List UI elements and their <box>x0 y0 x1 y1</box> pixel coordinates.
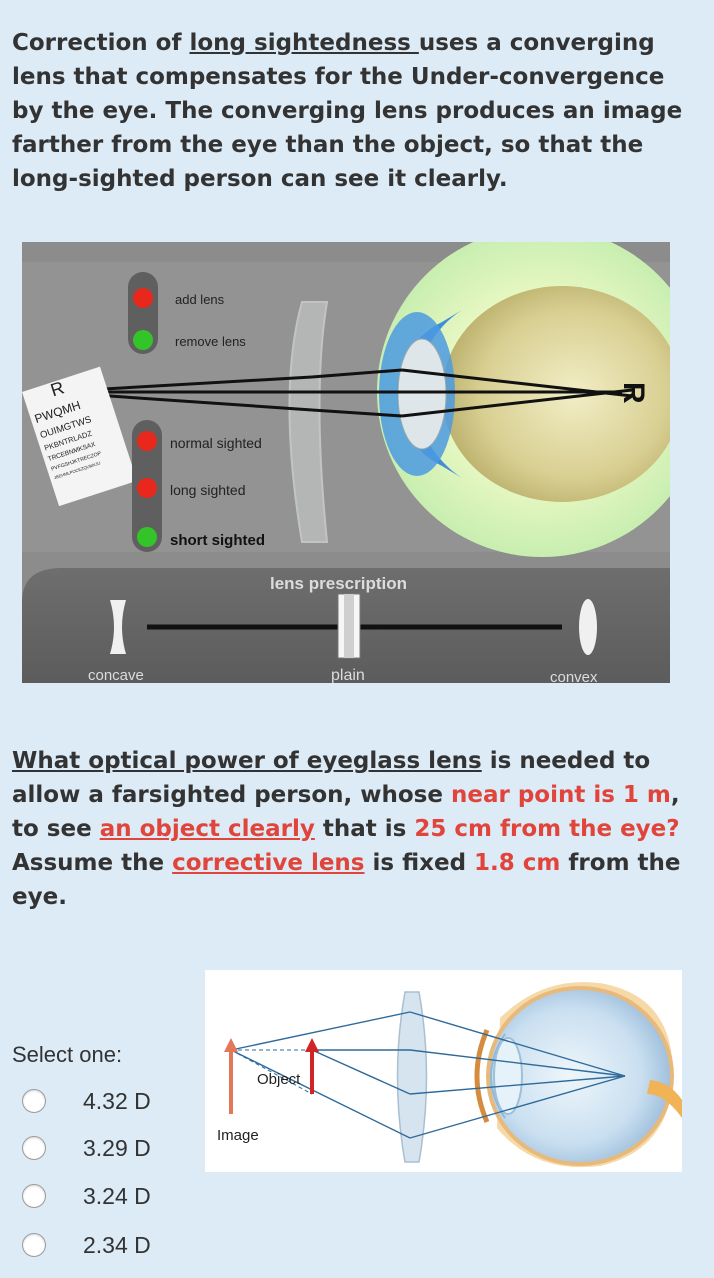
normal-sighted-indicator <box>137 431 157 451</box>
long-sighted-indicator <box>137 478 157 498</box>
add-lens-indicator <box>133 288 153 308</box>
question-text-5: is fixed <box>364 850 475 876</box>
long-sightedness-link[interactable]: long sightedness <box>189 30 419 56</box>
prescription-label: lens prescription <box>270 574 407 593</box>
object-label: Object <box>257 1071 301 1088</box>
concave-label: concave <box>88 667 144 683</box>
corrective-lens-shape <box>396 991 428 1163</box>
remove-lens-label: remove lens <box>175 334 246 349</box>
optic-nerve <box>647 1080 682 1118</box>
corrective-lens-link[interactable]: corrective lens <box>172 850 365 876</box>
question-text-2: , to see <box>12 782 680 842</box>
add-lens-label: add lens <box>175 292 225 307</box>
correction-diagram: Object Image <box>205 970 682 1172</box>
option-c-radio[interactable] <box>22 1184 46 1208</box>
svg-text:R: R <box>617 382 650 404</box>
normal-sighted-label: normal sighted <box>170 435 262 451</box>
convex-lens-icon <box>579 599 597 655</box>
option-a-radio[interactable] <box>22 1089 46 1113</box>
option-d-radio[interactable] <box>22 1233 46 1257</box>
correction-diagram-graphic: Object Image <box>217 982 682 1168</box>
option-b-radio[interactable] <box>22 1136 46 1160</box>
question-paragraph: What optical power of eyeglass lens is n… <box>12 744 692 914</box>
option-c[interactable]: 3.24 D <box>22 1181 151 1211</box>
distance-value: 25 cm from the eye? <box>414 816 680 842</box>
intro-text-1: Correction of <box>12 30 190 56</box>
option-a[interactable]: 4.32 D <box>22 1086 151 1116</box>
short-sighted-indicator <box>137 527 157 547</box>
object-clearly-link[interactable]: an object clearly <box>99 816 315 842</box>
intro-text-2: uses a converging lens that compensates … <box>12 30 683 192</box>
eye-body <box>486 986 674 1166</box>
option-a-label: 4.32 D <box>83 1087 151 1114</box>
eyeball <box>442 286 670 502</box>
diagram-rays <box>230 1011 626 1139</box>
optical-power-link[interactable]: What optical power of eyeglass lens <box>12 748 482 774</box>
option-c-label: 3.24 D <box>83 1182 151 1209</box>
image-label: Image <box>217 1127 259 1144</box>
option-d-label: 2.34 D <box>83 1231 151 1258</box>
select-one-label: Select one: <box>12 1042 123 1067</box>
question-text-1: is needed to allow a farsighted person, … <box>12 748 651 808</box>
eye-chart: R PWQMH OUIMGTWS PKBNTRLADZ TRCEBNMKSAX … <box>22 366 138 507</box>
short-sighted-label: short sighted <box>170 532 265 549</box>
convex-label: convex <box>550 669 598 683</box>
remove-lens-indicator <box>133 330 153 350</box>
concave-lens-icon <box>110 600 126 654</box>
option-b[interactable]: 3.29 D <box>22 1133 151 1163</box>
question-text-4: Assume the <box>12 850 173 876</box>
eye-lens <box>493 1037 523 1115</box>
question-text-6: from the eye. <box>12 850 681 910</box>
eye-simulation: R R PWQMH OUIMGTWS PKBNTRLADZ TRCEBNMKSA… <box>22 242 670 683</box>
plain-label: plain <box>331 667 365 683</box>
lens-glass <box>288 301 329 543</box>
intro-paragraph: Correction of long sightedness uses a co… <box>12 26 692 196</box>
simulation-graphic: R R PWQMH OUIMGTWS PKBNTRLADZ TRCEBNMKSA… <box>22 242 670 683</box>
near-point-value: near point is 1 m <box>450 782 671 808</box>
fixed-distance-value: 1.8 cm <box>474 850 561 876</box>
eye-chart-line-1: R <box>48 377 67 400</box>
option-b-label: 3.29 D <box>83 1134 151 1161</box>
long-sighted-label: long sighted <box>170 482 246 498</box>
question-text-3: that is <box>314 816 415 842</box>
option-d[interactable]: 2.34 D <box>22 1230 151 1260</box>
